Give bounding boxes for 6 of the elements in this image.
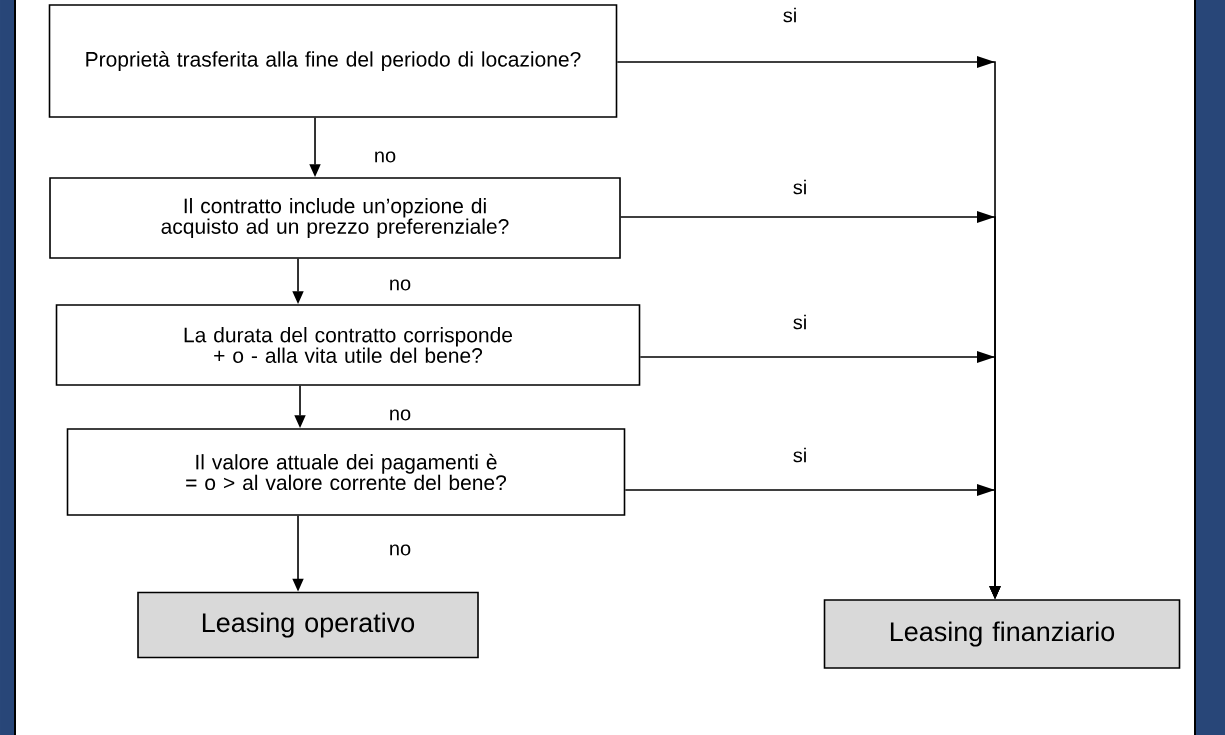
question-box: Proprietà trasferita alla fine del periodo di locazione? — [48, 4, 618, 118]
question-box: Il valore attuale dei pagamenti è = o > al valore corrente del bene? — [66, 428, 626, 516]
result-box: Leasing finanziario — [823, 599, 1181, 669]
result-box: Leasing operativo — [137, 591, 479, 659]
question-box: Il contratto include un’opzione di acquisto ad un prezzo preferenziale? — [49, 177, 621, 259]
question-box: La durata del contratto corrisponde + o - alla vita utile del bene? — [55, 304, 641, 386]
